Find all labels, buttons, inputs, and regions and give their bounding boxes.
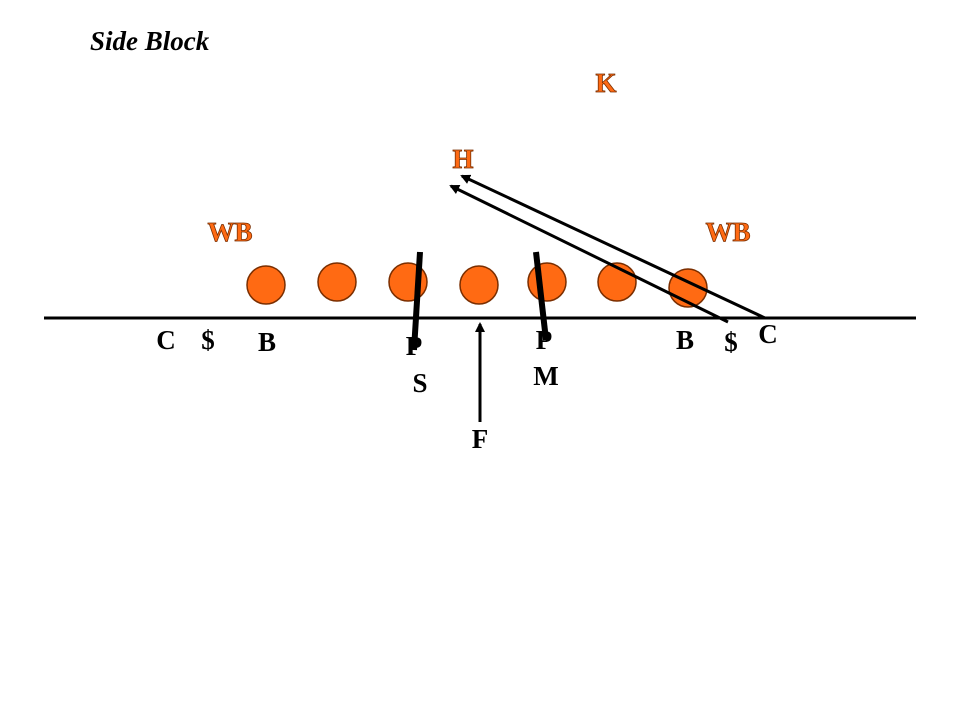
block-mark-left: [411, 251, 423, 351]
dollar-left-label: $: [201, 325, 215, 355]
wing-left-label: WB: [207, 217, 252, 247]
offensive-line: [246, 262, 708, 308]
lineman-circle: [317, 262, 357, 302]
p-right-label: P: [536, 325, 553, 355]
dollar-right-label: $: [724, 327, 738, 357]
s-label: S: [412, 368, 427, 398]
f-label: F: [472, 424, 489, 454]
wing-right-label: WB: [705, 217, 750, 247]
lineman-circle: [246, 265, 286, 305]
b-right-label: B: [676, 325, 694, 355]
block-mark-right: [533, 251, 549, 341]
diagram-title: Side Block: [90, 26, 210, 56]
rush-arrow-outer: [460, 174, 766, 320]
c-right-label: C: [758, 319, 778, 349]
lineman-circle: [459, 265, 499, 305]
holder-label: H: [452, 144, 473, 174]
m-label: M: [533, 361, 558, 391]
kicker-label: K: [595, 68, 616, 98]
defense-labels: C $ B P S F P M B $ C: [156, 319, 778, 454]
p-left-label: P: [406, 331, 423, 361]
punt-team-labels: K H WB WB: [207, 68, 751, 248]
c-left-label: C: [156, 325, 176, 355]
rush-arrow-inner: [449, 184, 729, 324]
lineman-circle: [527, 262, 567, 302]
b-left-label: B: [258, 327, 276, 357]
